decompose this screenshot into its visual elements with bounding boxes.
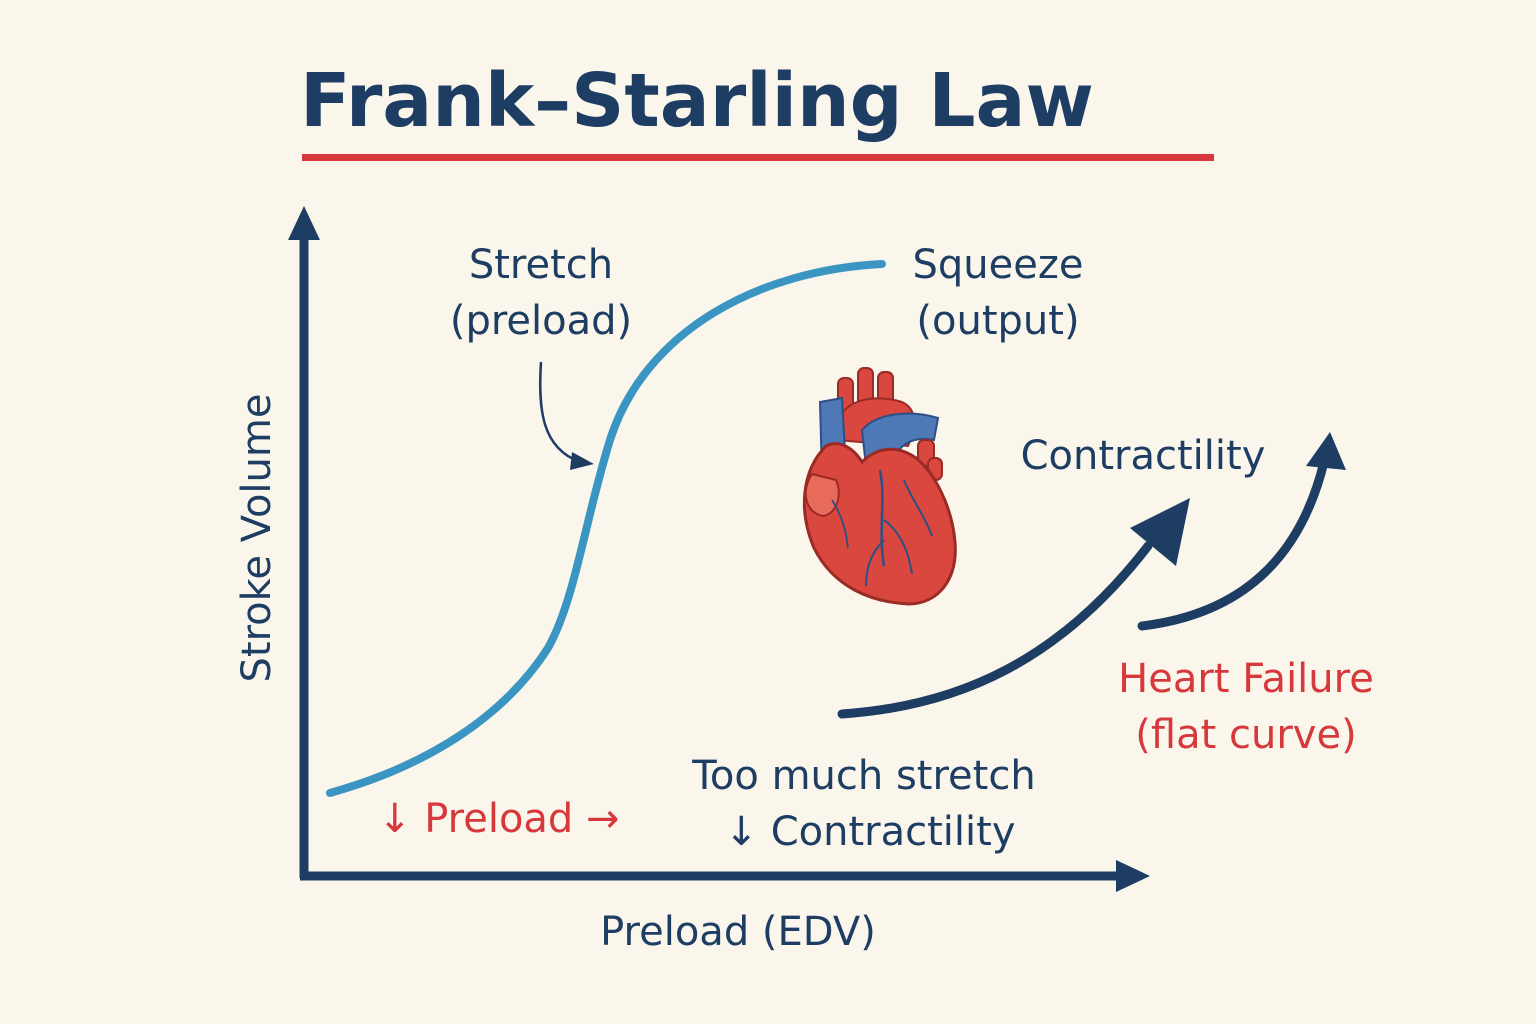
output-note-label: (output) (916, 298, 1079, 344)
stretch-pointer-arrow (538, 361, 581, 464)
title-underline (302, 154, 1214, 161)
heart-failure-label: Heart Failure (1118, 656, 1374, 702)
increased-contractility-arrow (837, 541, 1153, 719)
x-axis (300, 860, 1150, 892)
heart-failure-arrow (1137, 457, 1329, 631)
x-axis-arrowhead (1116, 860, 1150, 892)
heart-failure-arrowhead (1306, 432, 1346, 470)
y-axis (288, 206, 320, 878)
preload-note-label: (preload) (450, 298, 632, 344)
contractility-label: Contractility (1021, 433, 1266, 479)
flat-curve-label: (flat curve) (1135, 712, 1356, 758)
x-axis-label: Preload (EDV) (600, 909, 876, 955)
heart-icon (802, 367, 957, 606)
stretch-label: Stretch (469, 242, 613, 288)
page-title: Frank–Starling Law (300, 58, 1094, 144)
increased-contractility-arrowhead (1130, 498, 1190, 566)
too-much-stretch-label: Too much stretch (691, 753, 1035, 799)
squeeze-label: Squeeze (913, 242, 1084, 288)
decreased-contractility-label: ↓ Contractility (725, 809, 1016, 855)
y-axis-arrowhead (288, 206, 320, 240)
low-preload-label: ↓ Preload → (378, 796, 620, 842)
frank-starling-curve (326, 260, 886, 797)
stretch-pointer-arrowhead (570, 452, 594, 470)
y-axis-label: Stroke Volume (234, 394, 280, 683)
